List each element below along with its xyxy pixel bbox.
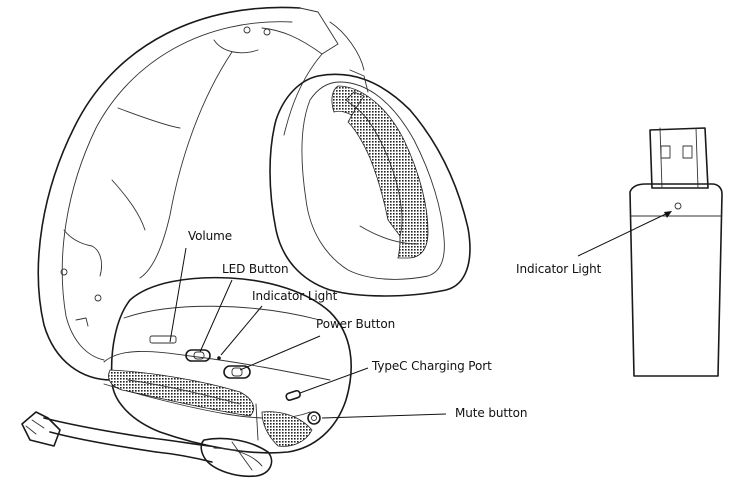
leader-lines bbox=[169, 211, 672, 419]
led-leader bbox=[199, 279, 233, 353]
power-leader bbox=[239, 335, 321, 371]
headband-outer bbox=[37, 6, 301, 381]
label-typec-port: TypeC Charging Port bbox=[372, 359, 492, 373]
headband-inner bbox=[61, 21, 293, 361]
usb-dongle bbox=[629, 127, 723, 377]
label-indicator-light-headset: Indicator Light bbox=[252, 289, 338, 303]
typec-port bbox=[285, 389, 301, 401]
headset-indicator-light bbox=[217, 356, 221, 360]
dongle-indicator-leader bbox=[577, 211, 671, 257]
mute-button bbox=[307, 411, 321, 425]
volume-control bbox=[149, 335, 177, 344]
indicator-leader bbox=[220, 305, 263, 356]
label-led-button: LED Button bbox=[222, 262, 289, 276]
label-mute-button: Mute button bbox=[455, 406, 528, 420]
dongle-indicator-light bbox=[674, 202, 682, 210]
typec-leader bbox=[299, 367, 369, 394]
headset-drawing bbox=[21, 6, 471, 478]
lower-earcup bbox=[110, 276, 352, 454]
power-button bbox=[223, 365, 251, 379]
led-button bbox=[185, 349, 211, 362]
mute-leader bbox=[321, 413, 447, 419]
label-indicator-light-dongle: Indicator Light bbox=[516, 262, 602, 276]
label-power-button: Power Button bbox=[316, 317, 396, 331]
top-earpad bbox=[269, 73, 471, 297]
volume-leader bbox=[169, 247, 187, 343]
boom-mic bbox=[21, 411, 273, 478]
label-volume: Volume bbox=[188, 229, 233, 243]
